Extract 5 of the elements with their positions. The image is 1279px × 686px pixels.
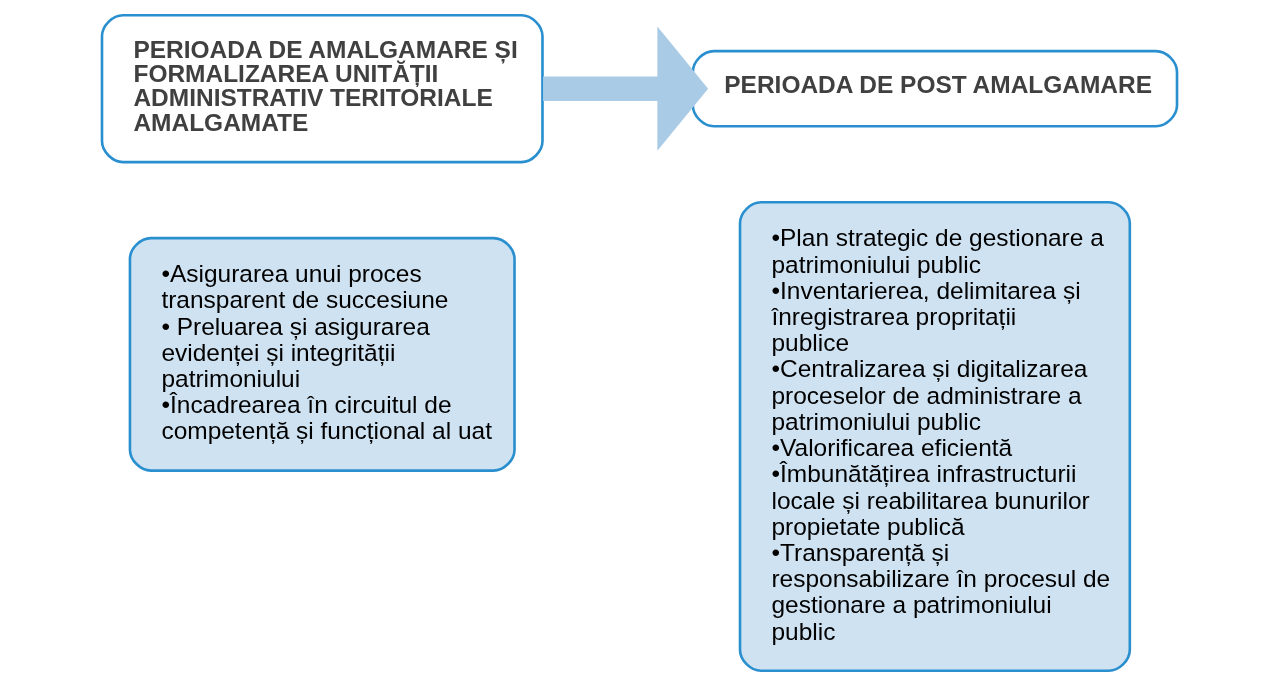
arrow — [543, 26, 709, 151]
node-box: •Asigurarea unui proces transparent de succesiune • Preluarea și asigurarea evidenței și integrității patrimoniului •Încadrearea în circuitul de competență și funcțional al uat — [128, 236, 516, 472]
node-box: PERIOADA DE POST AMALGAMARE — [691, 49, 1179, 128]
node-box: PERIOADA DE AMALGAMARE ȘI FORMALIZAREA UNITĂȚII ADMINISTRATIV TERITORIALE AMALGAMATE — [100, 13, 544, 164]
node-box: •Plan strategic de gestionare a patrimoniului public •Inventarierea, delimitarea și înregistrarea propritații publice •Centralizarea și digitalizarea proceselor de administrare a patrimoniului public •Valorificarea eficientă •Îmbunătățirea infrastructurii locale și reabilitarea bunurilor propietate publică •Transparență și responsabilizare în procesul de gestionare a patrimoniului public — [738, 201, 1132, 673]
